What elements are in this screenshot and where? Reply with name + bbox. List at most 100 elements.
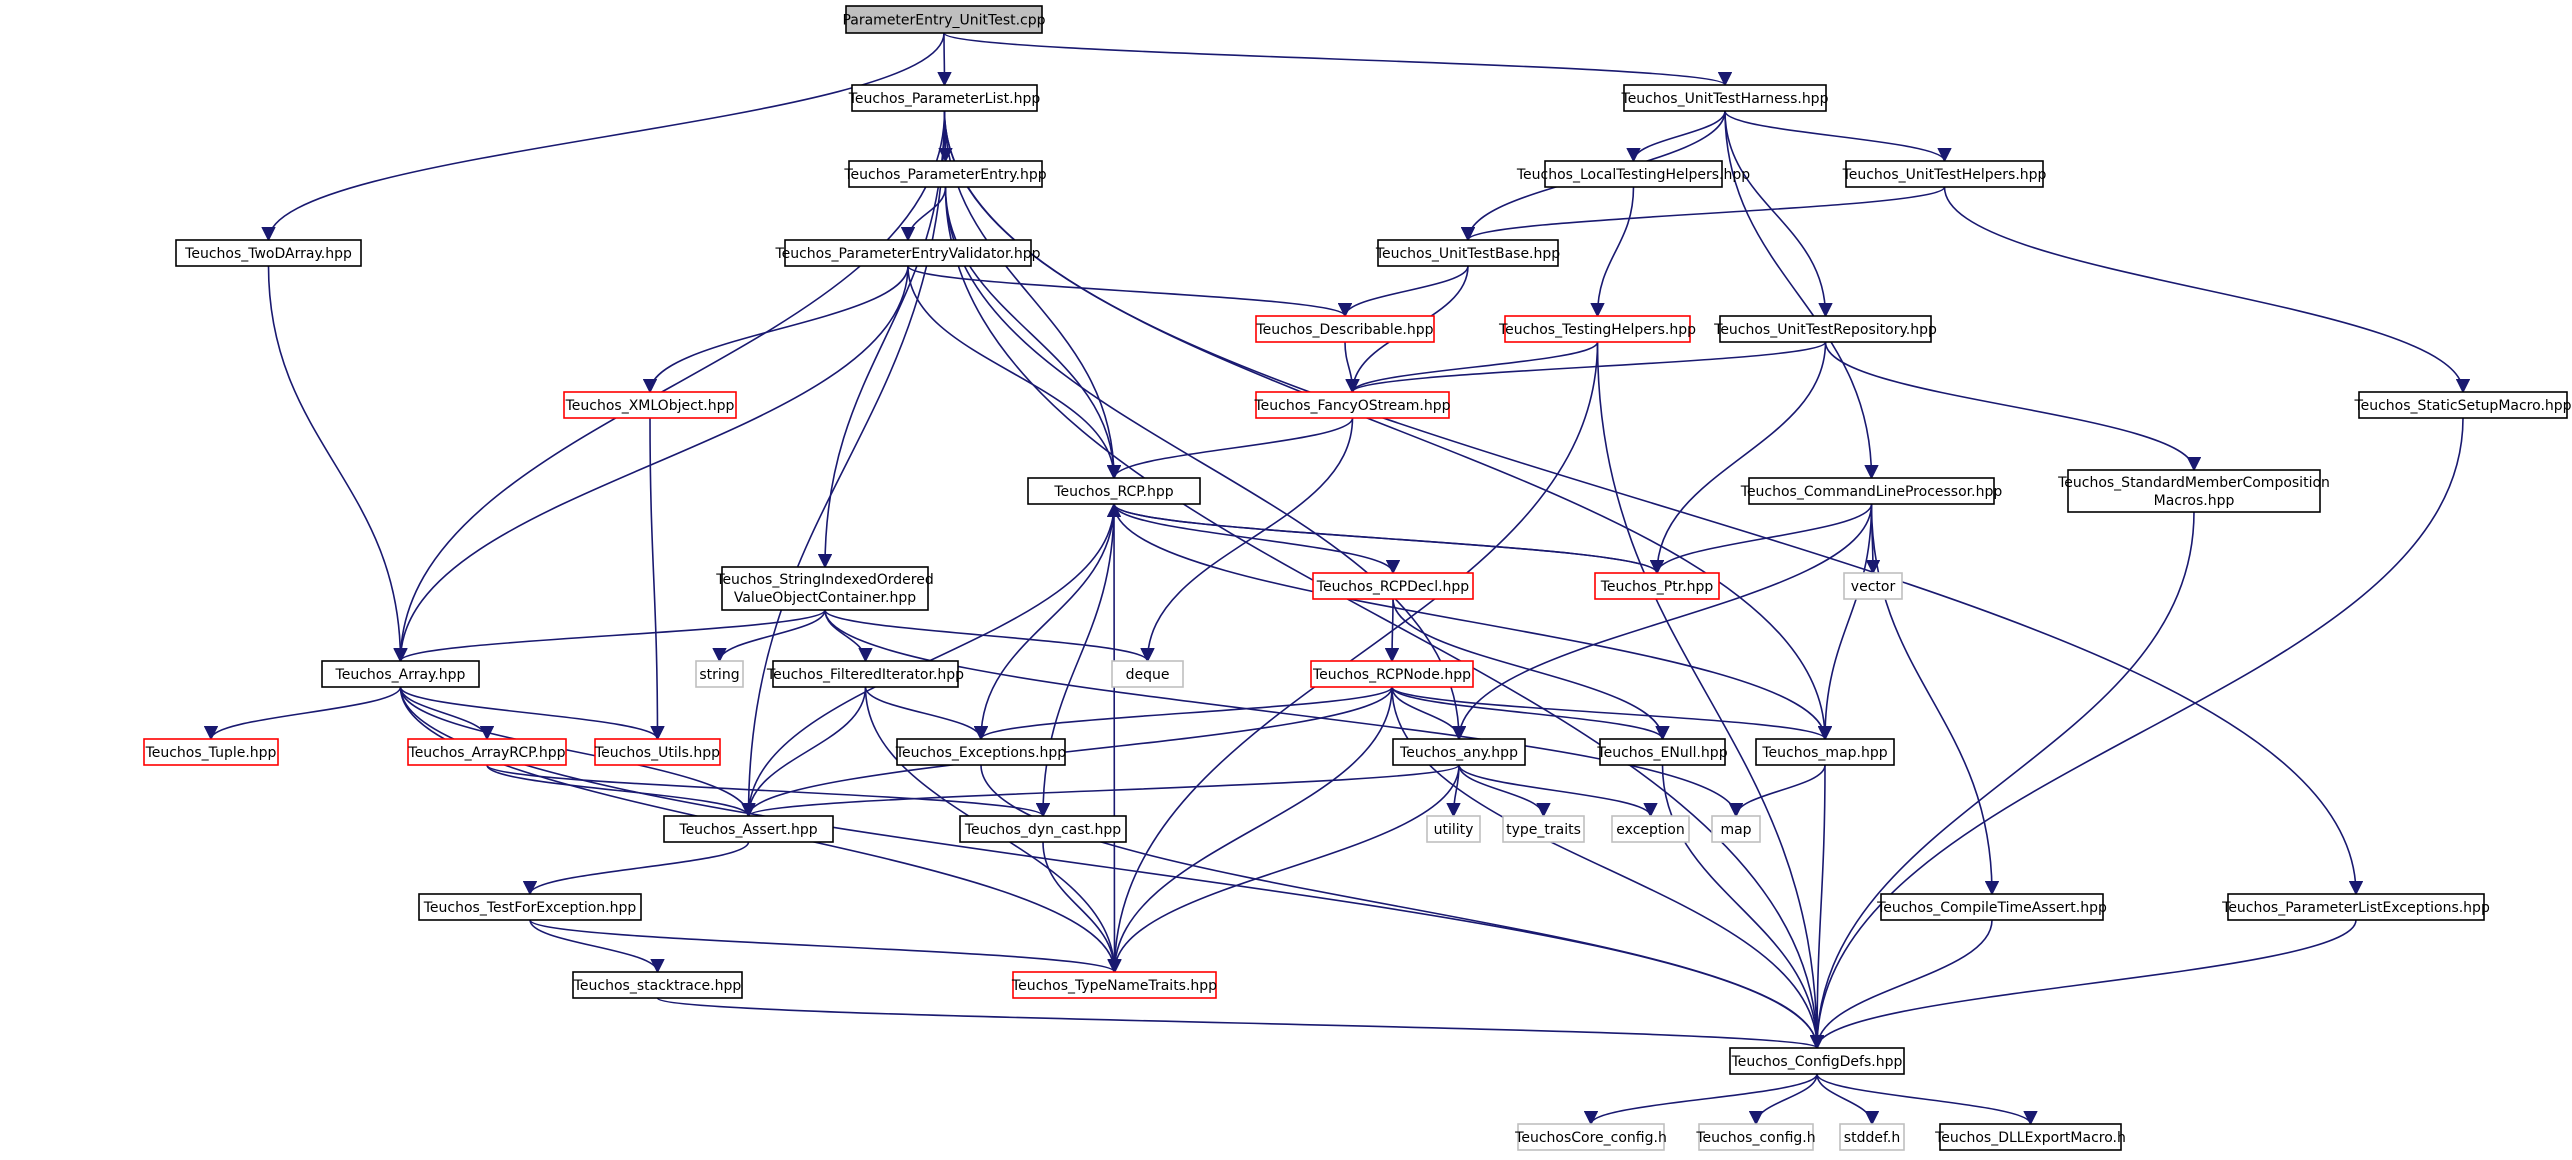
node-label: Teuchos_Utils.hpp — [594, 745, 720, 761]
node-pev[interactable]: Teuchos_ParameterEntryValidator.hpp — [774, 239, 1041, 267]
node-box — [175, 239, 362, 267]
node-dyncast[interactable]: Teuchos_dyn_cast.hpp — [959, 815, 1127, 843]
edge-rcpnode-to-enull — [1391, 686, 1670, 741]
node-root[interactable]: ParameterEntry_UnitTest.cpp — [842, 5, 1046, 34]
node-configdefs[interactable]: Teuchos_ConfigDefs.hpp — [1729, 1047, 1905, 1075]
node-testforexc[interactable]: Teuchos_TestForException.hpp — [418, 893, 642, 921]
node-harness[interactable]: Teuchos_UnitTestHarness.hpp — [1621, 84, 1829, 112]
node-box — [663, 815, 834, 843]
node-staticsetup[interactable]: Teuchos_StaticSetupMacro.hpp — [2353, 391, 2572, 419]
node-clp[interactable]: Teuchos_CommandLineProcessor.hpp — [1740, 477, 2003, 505]
node-stdmember[interactable]: Teuchos_StandardMemberCompositionMacros.… — [2057, 469, 2330, 513]
edge-staticsetup-to-configdefs — [1809, 417, 2464, 1050]
node-plist[interactable]: Teuchos_ParameterList.hpp — [848, 84, 1041, 112]
node-utility: utility — [1426, 815, 1481, 843]
edge-stdmember-to-configdefs — [1809, 511, 2195, 1050]
edge-configdefs-to-dllexport — [1816, 1073, 2038, 1126]
node-label: Teuchos_dyn_cast.hpp — [964, 822, 1121, 838]
node-twod[interactable]: Teuchos_TwoDArray.hpp — [175, 239, 362, 267]
edge-any-to-typename — [1107, 764, 1460, 974]
edge-pev-to-rcp — [907, 265, 1122, 480]
node-label: Teuchos_UnitTestHelpers.hpp — [1842, 167, 2047, 183]
node-arrayrcp[interactable]: Teuchos_ArrayRCP.hpp — [407, 738, 567, 766]
node-utrepo[interactable]: Teuchos_UnitTestRepository.hpp — [1713, 315, 1937, 343]
node-enull[interactable]: Teuchos_ENull.hpp — [1596, 738, 1728, 766]
edge-enull-to-configdefs — [1661, 764, 1825, 1050]
node-box — [1504, 315, 1691, 343]
node-label: Teuchos_RCPDecl.hpp — [1316, 579, 1470, 595]
node-box — [1843, 572, 1903, 600]
node-compiletime[interactable]: Teuchos_CompileTimeAssert.hpp — [1876, 893, 2107, 921]
node-exceptions[interactable]: Teuchos_Exceptions.hpp — [895, 738, 1066, 766]
edge-rcpnode-to-any — [1391, 686, 1467, 741]
node-box — [1719, 315, 1932, 343]
edge-describable-to-fancy — [1344, 341, 1360, 394]
node-label: Teuchos_Assert.hpp — [678, 822, 817, 838]
edge-xmlobj-to-utils — [649, 417, 665, 741]
node-rcp[interactable]: Teuchos_RCP.hpp — [1027, 477, 1201, 505]
node-label: Teuchos_stacktrace.hpp — [573, 978, 742, 994]
edge-rcpnode-to-typename — [1107, 686, 1393, 974]
node-any[interactable]: Teuchos_any.hpp — [1392, 738, 1526, 766]
node-box — [721, 566, 929, 611]
node-utils[interactable]: Teuchos_Utils.hpp — [594, 738, 721, 766]
edge-testinghelpers-to-configdefs — [1596, 341, 1825, 1050]
node-box — [845, 5, 1043, 34]
node-rcpdecl[interactable]: Teuchos_RCPDecl.hpp — [1312, 572, 1474, 600]
node-box — [1729, 1047, 1905, 1075]
node-tmap[interactable]: Teuchos_map.hpp — [1755, 738, 1895, 766]
node-ptr[interactable]: Teuchos_Ptr.hpp — [1594, 572, 1720, 600]
node-filtered[interactable]: Teuchos_FilteredIterator.hpp — [766, 660, 964, 688]
node-typename[interactable]: Teuchos_TypeNameTraits.hpp — [1011, 971, 1217, 999]
node-label: Teuchos_ENull.hpp — [1596, 745, 1727, 761]
node-xmlobj[interactable]: Teuchos_XMLObject.hpp — [563, 391, 737, 419]
node-localtest[interactable]: Teuchos_LocalTestingHelpers.hpp — [1516, 160, 1750, 188]
node-box — [2358, 391, 2568, 419]
node-box — [1698, 1123, 1814, 1151]
node-utbase[interactable]: Teuchos_UnitTestBase.hpp — [1375, 239, 1560, 267]
node-deque: deque — [1111, 660, 1184, 688]
edge-rcp-to-exceptions — [973, 503, 1115, 741]
node-box — [1748, 477, 1995, 505]
node-label: Teuchos_UnitTestBase.hpp — [1375, 246, 1560, 262]
node-stacktrace[interactable]: Teuchos_stacktrace.hpp — [572, 971, 743, 999]
node-rcpnode[interactable]: Teuchos_RCPNode.hpp — [1310, 660, 1474, 688]
node-pentry[interactable]: Teuchos_ParameterEntry.hpp — [843, 160, 1047, 188]
node-label: Teuchos_RCP.hpp — [1053, 484, 1173, 500]
node-box — [407, 738, 567, 766]
node-label: Teuchos_ParameterEntryValidator.hpp — [774, 246, 1040, 262]
node-box — [563, 391, 737, 419]
edge-stacktrace-to-configdefs — [656, 997, 1824, 1050]
node-vector: vector — [1843, 572, 1903, 600]
edge-array-to-tuple — [203, 686, 402, 741]
node-box — [1517, 1123, 1665, 1151]
node-box — [2067, 469, 2321, 513]
node-label: deque — [1126, 667, 1170, 683]
node-testinghelpers[interactable]: Teuchos_TestingHelpers.hpp — [1498, 315, 1696, 343]
node-assert[interactable]: Teuchos_Assert.hpp — [663, 815, 834, 843]
node-label: type_traits — [1506, 822, 1581, 838]
node-box — [1310, 660, 1474, 688]
node-uthelpers[interactable]: Teuchos_UnitTestHelpers.hpp — [1842, 160, 2047, 188]
node-label: Teuchos_ArrayRCP.hpp — [408, 745, 566, 761]
node-plistexc[interactable]: Teuchos_ParameterListExceptions.hpp — [2221, 893, 2490, 921]
edge-assert-to-testforexc — [522, 841, 750, 896]
node-box — [1611, 815, 1690, 843]
node-describable[interactable]: Teuchos_Describable.hpp — [1255, 315, 1435, 343]
nodes-layer: ParameterEntry_UnitTest.cppTeuchos_Param… — [143, 5, 2572, 1151]
node-array[interactable]: Teuchos_Array.hpp — [321, 660, 480, 688]
node-box — [1377, 239, 1559, 267]
node-label: Teuchos_FancyOStream.hpp — [1253, 398, 1450, 414]
edge-testforexc-to-typename — [529, 919, 1122, 974]
edge-filtered-to-exceptions — [864, 686, 989, 741]
node-dllexport[interactable]: Teuchos_DLLExportMacro.h — [1934, 1123, 2126, 1151]
node-box — [1880, 893, 2104, 921]
edge-configdefs-to-stddef — [1816, 1073, 1880, 1126]
node-box — [1255, 391, 1450, 419]
node-box — [1599, 738, 1726, 766]
node-sioc[interactable]: Teuchos_StringIndexedOrderedValueObjectC… — [715, 566, 934, 611]
node-label: Teuchos_FilteredIterator.hpp — [766, 667, 964, 683]
node-tuple[interactable]: Teuchos_Tuple.hpp — [143, 738, 279, 766]
node-fancy[interactable]: Teuchos_FancyOStream.hpp — [1253, 391, 1451, 419]
